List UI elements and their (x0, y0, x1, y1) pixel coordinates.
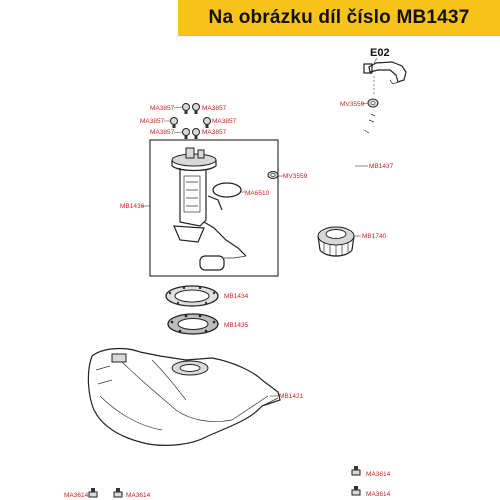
label-ma3614-4: MA3614 (126, 492, 151, 499)
ring-mb1435[interactable] (167, 313, 219, 335)
screw-ma3857-5[interactable] (182, 128, 190, 140)
label-ma3857-4: MA3857 (212, 118, 237, 125)
bolt-ma3614-2[interactable] (351, 486, 361, 496)
label-mb1421: MB1421 (279, 393, 304, 400)
label-ma3857-1: MA3857 (150, 105, 175, 112)
label-mb1434: MB1434 (224, 293, 249, 300)
connector-e02[interactable] (363, 61, 407, 85)
label-ma3614-3: MA3614 (64, 492, 89, 499)
label-ma6510: MA6510 (245, 190, 270, 197)
fuel-pump-mb1436[interactable] (171, 147, 247, 271)
label-ma3857-3: MA3857 (140, 118, 165, 125)
label-ma3614-1: MA3614 (366, 471, 391, 478)
page-title: Na obrázku díl číslo MB1437 (208, 7, 470, 28)
o-ring-ma6510[interactable] (212, 182, 242, 198)
clamp-mv3559-top[interactable] (367, 98, 379, 108)
screw-ma3857-6[interactable] (192, 128, 200, 140)
label-ma3857-2: MA3857 (202, 105, 227, 112)
leader-e02 (373, 57, 378, 64)
screw-ma3857-3[interactable] (170, 117, 178, 129)
screw-ma3857-1[interactable] (182, 103, 190, 115)
label-ma3857-6: MA3857 (202, 129, 227, 136)
screw-ma3857-2[interactable] (192, 103, 200, 115)
page-title-banner: Na obrázku díl číslo MB1437 (178, 0, 500, 36)
fuel-cap-mb1740[interactable] (317, 226, 355, 257)
bolt-ma3614-3[interactable] (88, 488, 98, 498)
bolt-ma3614-4[interactable] (113, 488, 123, 498)
pump-detail-frame (149, 139, 279, 277)
leader-ma3857 (164, 106, 183, 134)
leader-mv3559-top (360, 102, 369, 105)
label-mb1435: MB1435 (224, 322, 249, 329)
bolt-ma3614-1[interactable] (351, 466, 361, 476)
clamp-mv3559-mid[interactable] (267, 171, 279, 179)
label-mb1437: MB1437 (369, 163, 394, 170)
label-mv3559-mid: MV3559 (283, 173, 308, 180)
label-mb1740: MB1740 (362, 233, 387, 240)
label-mv3559-top: MV3559 (340, 101, 365, 108)
screw-ma3857-4[interactable] (203, 117, 211, 129)
fuel-hose-mb1437[interactable] (271, 109, 376, 191)
fuel-tank-mb1421[interactable] (87, 347, 281, 446)
label-ma3857-5: MA3857 (150, 129, 175, 136)
label-mb1436: MB1436 (120, 203, 145, 210)
gasket-mb1434[interactable] (165, 285, 219, 307)
label-ma3614-2: MA3614 (366, 491, 391, 498)
label-e02: E02 (370, 47, 390, 59)
